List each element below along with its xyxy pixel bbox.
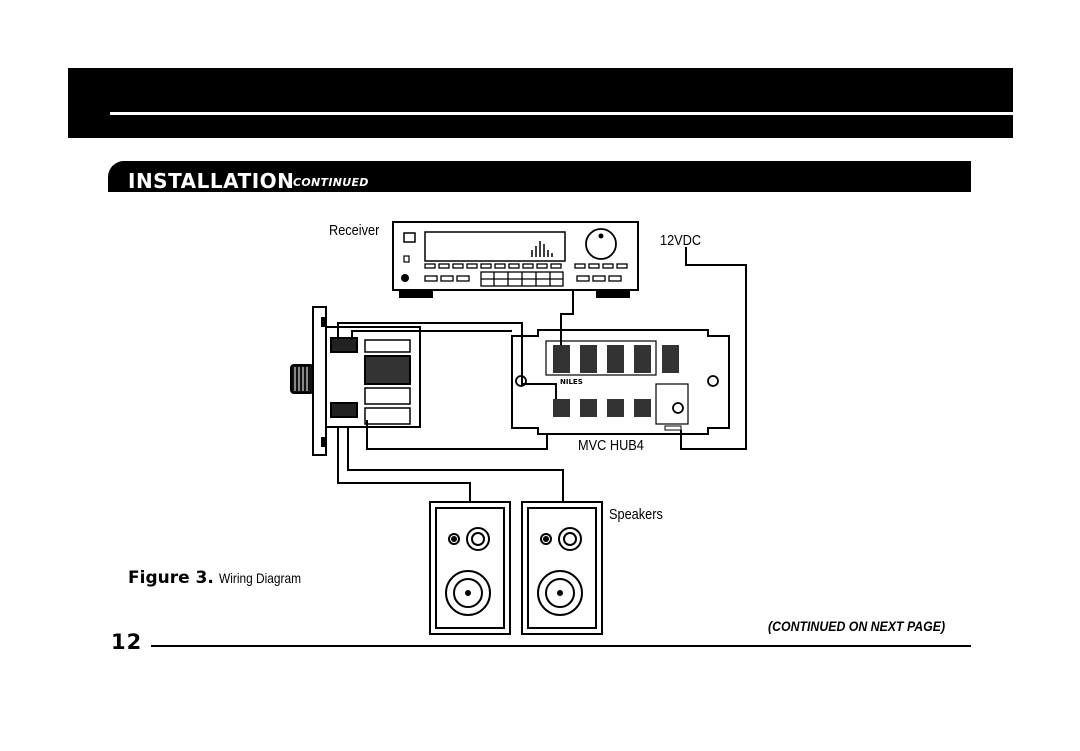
hub-label: MVC HUB4 (578, 437, 644, 454)
header-rule (110, 112, 1013, 115)
section-bar (108, 161, 971, 192)
figure-caption: Figure 3. Wiring Diagram (128, 568, 315, 588)
hub-brand: NILES (560, 378, 583, 386)
mvc-hub4-illustration (511, 329, 730, 435)
page-number: 12 (111, 630, 143, 654)
figure-number: Figure 3. (128, 568, 214, 588)
footer-rule (151, 645, 971, 647)
speaker-right-illustration (521, 501, 603, 635)
power-label: 12VDC (660, 232, 702, 249)
volume-control-illustration (290, 306, 421, 456)
speakers-label: Speakers (609, 506, 663, 523)
speaker-left-illustration (429, 501, 511, 635)
section-title: INSTALLATION (128, 169, 295, 193)
section-subtitle: CONTINUED (293, 176, 369, 189)
wiring-lines (337, 247, 747, 502)
figure-caption-text: Wiring Diagram (218, 570, 301, 586)
continued-note: (CONTINUED ON NEXT PAGE) (768, 618, 946, 634)
receiver-label: Receiver (329, 222, 380, 239)
receiver-illustration (392, 221, 639, 298)
header-band (68, 68, 1013, 138)
